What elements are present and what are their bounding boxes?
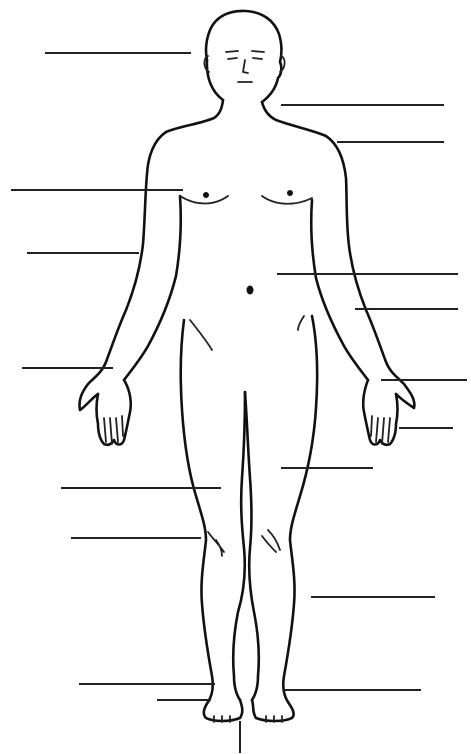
right-foot <box>252 700 294 721</box>
chest-contour <box>180 196 312 204</box>
left-nipple <box>203 192 209 198</box>
human-figure <box>79 11 414 722</box>
face <box>226 51 264 82</box>
left-hand <box>97 380 131 445</box>
left-foot <box>204 700 242 721</box>
head-outline <box>206 11 281 102</box>
nose <box>243 60 248 73</box>
right-hand <box>363 380 397 445</box>
right-nipple <box>287 190 293 196</box>
right-leg-inner <box>245 392 259 700</box>
navel <box>247 286 254 295</box>
right-eye <box>253 58 262 59</box>
right-leg-outer <box>283 316 317 702</box>
left-leg-inner <box>233 392 245 700</box>
left-torso-outline <box>79 100 223 410</box>
left-eyebrow <box>226 51 238 52</box>
left-leg-outer <box>181 320 213 702</box>
left-knee-detail <box>208 532 224 556</box>
left-hip-line <box>190 320 212 350</box>
right-hip-line <box>298 316 304 330</box>
left-eye <box>228 58 237 59</box>
right-knee-detail <box>262 530 280 552</box>
right-torso-outline <box>262 102 414 408</box>
right-eyebrow <box>252 51 264 52</box>
